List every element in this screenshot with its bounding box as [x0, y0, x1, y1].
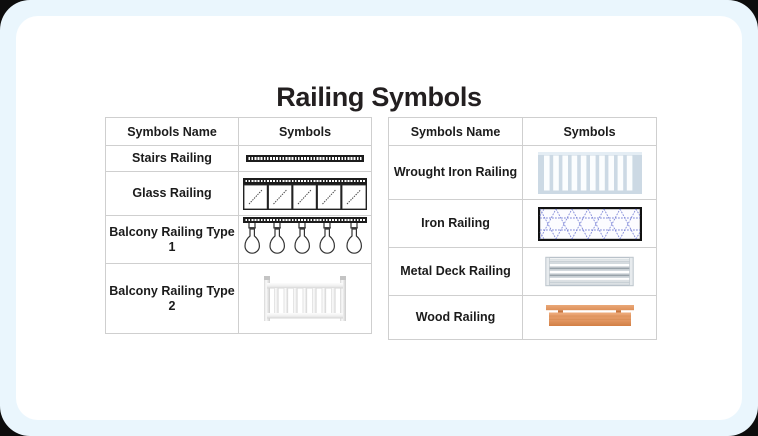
- row-label-metal-deck-railing: Metal Deck Railing: [388, 247, 523, 296]
- symbol-cell: [238, 145, 372, 172]
- row-label-glass-railing: Glass Railing: [105, 171, 239, 216]
- iron-lattice-graphic: [537, 206, 642, 241]
- table-row: Wrought Iron Railing: [388, 145, 657, 200]
- metal-deck-graphic: [544, 256, 634, 286]
- wrought-iron-graphic: [537, 151, 642, 194]
- table-row: Iron Railing: [388, 199, 657, 248]
- row-label-wrought-iron-railing: Wrought Iron Railing: [388, 145, 523, 200]
- left-symbols-table: Symbols Name Symbols Stairs Railing Gla: [105, 117, 372, 334]
- table-header-row: Symbols Name Symbols: [105, 117, 372, 146]
- right-symbols-table: Symbols Name Symbols Wrought Iron Railin…: [388, 117, 657, 340]
- content-card: Railing Symbols Symbols Name Symbols Sta…: [16, 16, 742, 420]
- glass-railing-symbol: [239, 177, 371, 210]
- column-header-symbols: Symbols: [522, 117, 657, 146]
- table-row: Balcony Railing Type 1: [105, 215, 372, 264]
- column-header-symbols: Symbols: [238, 117, 372, 146]
- table-row: Balcony Railing Type 2: [105, 263, 372, 334]
- iron-railing-symbol: [523, 206, 656, 241]
- column-header-symbols-name: Symbols Name: [388, 117, 523, 146]
- symbol-cell: [238, 215, 372, 264]
- balcony-railing-type-1-symbol: [239, 217, 371, 262]
- row-label-balcony-railing-type-2: Balcony Railing Type 2: [105, 263, 239, 334]
- page-title: Railing Symbols: [276, 82, 482, 112]
- balcony-hangers-graphic: [244, 223, 363, 254]
- table-row: Wood Railing: [388, 295, 657, 340]
- row-label-iron-railing: Iron Railing: [388, 199, 523, 248]
- wood-railing-graphic: [545, 304, 634, 326]
- white-fence-graphic: [264, 275, 346, 321]
- row-label-balcony-railing-type-1: Balcony Railing Type 1: [105, 215, 239, 264]
- balcony-railing-type-2-symbol: [239, 274, 371, 324]
- symbol-cell: [238, 171, 372, 216]
- symbol-cell: [238, 263, 372, 334]
- column-header-symbols-name: Symbols Name: [105, 117, 239, 146]
- row-label-wood-railing: Wood Railing: [388, 295, 523, 340]
- row-label-stairs-railing: Stairs Railing: [105, 145, 239, 172]
- symbol-cell: [522, 295, 657, 340]
- symbol-cell: [522, 199, 657, 248]
- table-row: Glass Railing: [105, 171, 372, 216]
- wrought-iron-railing-symbol: [523, 151, 656, 194]
- stairs-railing-symbol: [239, 155, 371, 162]
- metal-deck-railing-symbol: [523, 256, 656, 288]
- glass-panels-graphic: [243, 183, 367, 210]
- wood-railing-symbol: [523, 303, 656, 333]
- symbol-cell: [522, 145, 657, 200]
- symbol-cell: [522, 247, 657, 296]
- table-row: Metal Deck Railing: [388, 247, 657, 296]
- table-header-row: Symbols Name Symbols: [388, 117, 657, 146]
- table-row: Stairs Railing: [105, 145, 372, 172]
